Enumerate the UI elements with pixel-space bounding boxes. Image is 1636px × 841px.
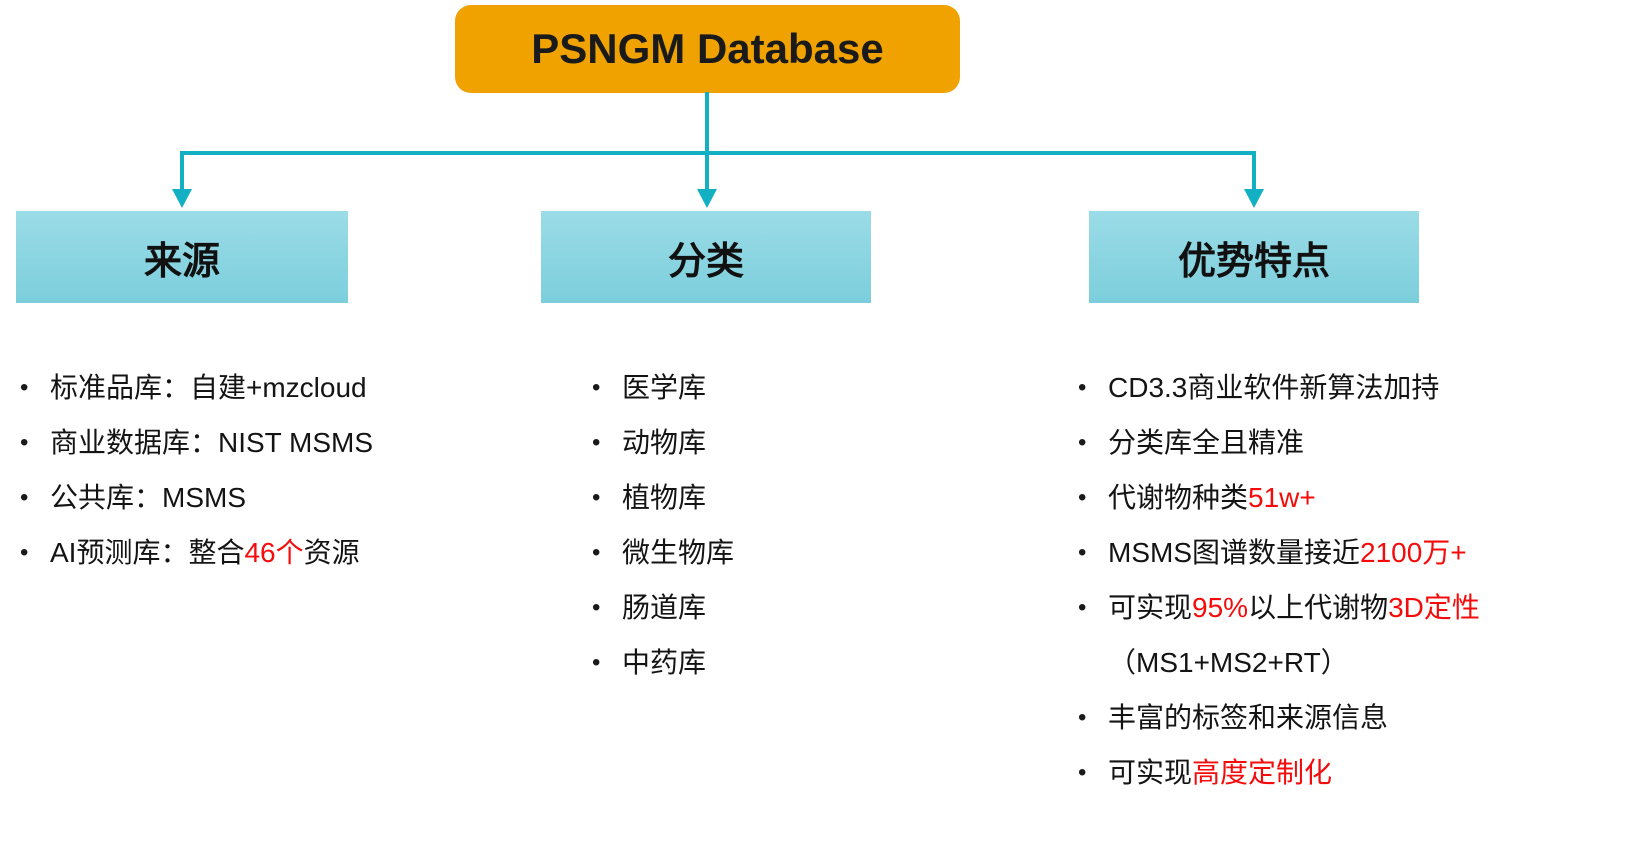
list-item-text: 公共库：MSMS	[50, 481, 247, 513]
bullet-dot: •	[592, 538, 601, 566]
list-item-text: 动物库	[622, 426, 707, 458]
column-header-source: 来源	[16, 211, 348, 303]
bullet-dot: •	[1078, 428, 1087, 456]
list-item-text: 可实现高度定制化	[1108, 756, 1333, 788]
list-item: • 肠道库	[592, 580, 892, 635]
bullet-dot: •	[592, 428, 601, 456]
list-item: • 标准品库：自建+mzcloud	[20, 360, 480, 415]
list-item: • MSMS图谱数量接近2100万+	[1078, 525, 1598, 580]
column-header-advantages: 优势特点	[1089, 211, 1419, 303]
bullet-dot: •	[1078, 483, 1087, 511]
bullet-dot: •	[1078, 758, 1087, 786]
list-item: • CD3.3商业软件新算法加持	[1078, 360, 1598, 415]
bullet-dot: •	[20, 538, 29, 566]
bullet-dot: •	[1078, 538, 1087, 566]
list-item: （MS1+MS2+RT）	[1078, 635, 1598, 690]
column-list-source: • 标准品库：自建+mzcloud • 商业数据库：NIST MSMS • 公共库：MSM…	[20, 360, 480, 580]
list-item: • 公共库：MSMS	[20, 470, 480, 525]
list-item-text: 植物库	[622, 481, 707, 513]
list-item: • 商业数据库：NIST MSMS	[20, 415, 480, 470]
bullet-dot: •	[592, 648, 601, 676]
list-item: • 分类库全且精准	[1078, 415, 1598, 470]
list-item-text: 可实现95%以上代谢物3D定性	[1108, 591, 1480, 623]
list-item: • 代谢物种类51w+	[1078, 470, 1598, 525]
list-item: • 动物库	[592, 415, 892, 470]
list-item: • 可实现高度定制化	[1078, 745, 1598, 800]
list-item-text: 医学库	[622, 371, 707, 403]
list-item: • 微生物库	[592, 525, 892, 580]
bullet-dot: •	[592, 483, 601, 511]
list-item: • 中药库	[592, 635, 892, 690]
list-item: • 植物库	[592, 470, 892, 525]
list-item: • 丰富的标签和来源信息	[1078, 690, 1598, 745]
list-item-text: 标准品库：自建+mzcloud	[50, 371, 367, 403]
list-item: • 医学库	[592, 360, 892, 415]
bullet-dot: •	[1078, 593, 1087, 621]
arrowheads	[172, 189, 1264, 208]
column-header-category: 分类	[541, 211, 871, 303]
list-item-text: MSMS图谱数量接近2100万+	[1108, 536, 1467, 568]
column-list-advantages: • CD3.3商业软件新算法加持 • 分类库全且精准 • 代谢物种类51w+ • MSMS图谱…	[1078, 360, 1598, 800]
list-item: • AI预测库：整合46个资源	[20, 525, 480, 580]
bullet-dot: •	[1078, 703, 1087, 731]
list-item-text: 丰富的标签和来源信息	[1108, 701, 1389, 733]
connector-lines	[180, 92, 1256, 192]
root-node-psngm-database: PSNGM Database	[455, 5, 960, 93]
column-list-category: • 医学库 • 动物库 • 植物库 • 微生物库 • 肠道库 • 中药库	[592, 360, 892, 690]
list-item-text: CD3.3商业软件新算法加持	[1108, 371, 1440, 403]
list-item-text: 代谢物种类51w+	[1108, 481, 1316, 513]
bullet-dot: •	[1078, 373, 1087, 401]
list-item-text: （MS1+MS2+RT）	[1108, 646, 1349, 678]
list-item-text: 中药库	[622, 646, 707, 678]
bullet-dot: •	[592, 373, 601, 401]
list-item-text: AI预测库：整合46个资源	[50, 536, 360, 568]
bullet-dot: •	[592, 593, 601, 621]
list-item-text: 商业数据库：NIST MSMS	[50, 426, 374, 458]
list-item-text: 微生物库	[622, 536, 735, 568]
list-item-text: 分类库全且精准	[1108, 426, 1305, 458]
list-item: • 可实现95%以上代谢物3D定性	[1078, 580, 1598, 635]
bullet-dot: •	[20, 373, 29, 401]
bullet-dot: •	[20, 483, 29, 511]
list-item-text: 肠道库	[622, 591, 707, 623]
bullet-dot: •	[20, 428, 29, 456]
